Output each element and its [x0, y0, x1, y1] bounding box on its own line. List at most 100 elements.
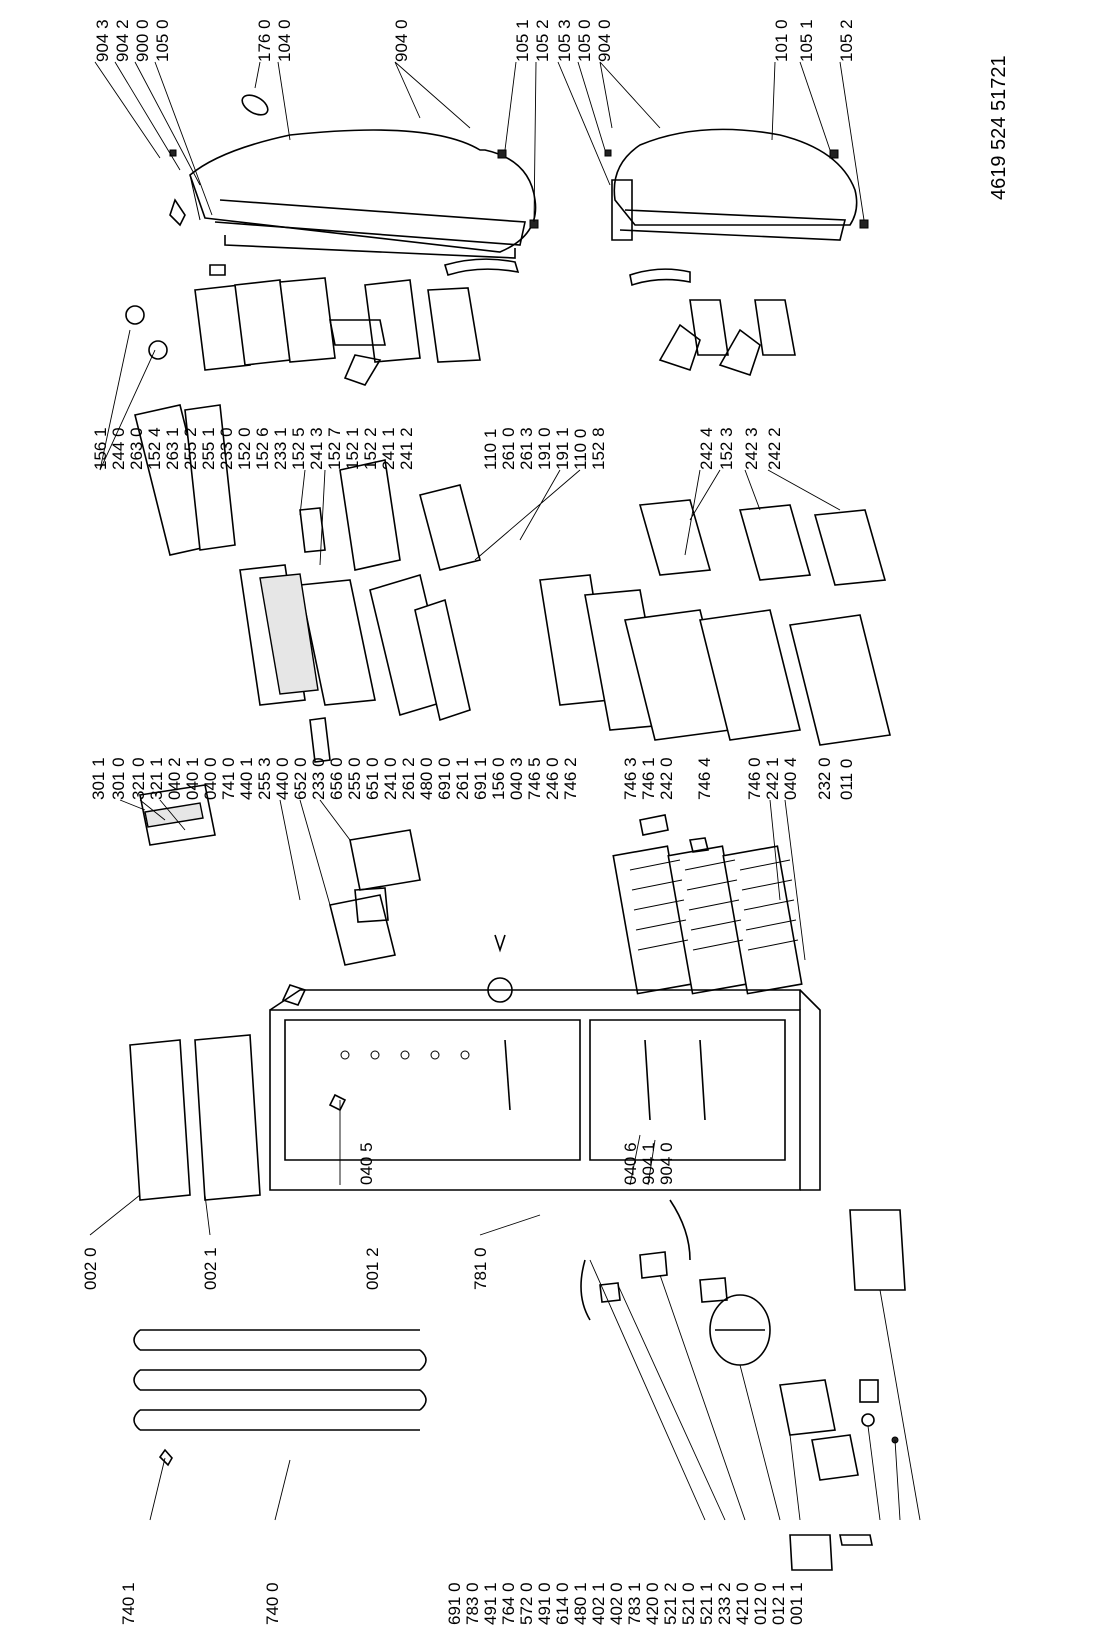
label-top-left-2: 001 2: [363, 1247, 382, 1290]
label-shelf-18: 110 1: [481, 429, 500, 470]
label-shelf-8: 152 0: [235, 427, 254, 470]
label-middle-14: 255 0: [345, 757, 364, 800]
top-covers: [129, 1034, 261, 1201]
labels-cabinet: 040 5 040 6 904 1 904 0: [357, 1142, 676, 1185]
label-bottom-4: 491 1: [481, 1582, 500, 1625]
label-bottom-7: 491 0: [535, 1582, 554, 1625]
label-bottom-13: 420 0: [643, 1582, 662, 1625]
label-bottom-20: 012 1: [769, 1582, 788, 1625]
top-door-assembly: [169, 94, 539, 276]
label-middle-0: 301 1: [89, 757, 108, 800]
label-top-left-1: 002 1: [201, 1247, 220, 1290]
label-bottom-11: 402 0: [607, 1582, 626, 1625]
label-cabinet-1: 040 6: [621, 1142, 640, 1185]
labels-bottom-door: 105 3 105 0 904 0 101 0 105 1 105 2: [555, 19, 856, 62]
label-bottom-6: 572 0: [517, 1582, 536, 1625]
document-reference-number: 4619 524 51721: [988, 55, 1010, 200]
label-middle-32: 242 1: [763, 757, 782, 800]
label-shelf-2: 263 0: [127, 427, 146, 470]
label-top-door-0: 904 3: [93, 19, 112, 62]
label-bottom-door-3: 101 0: [772, 19, 791, 62]
label-bottom-door-1: 105 0: [575, 19, 594, 62]
label-middle-15: 651 0: [363, 757, 382, 800]
label-shelf-19: 261 0: [499, 427, 518, 470]
label-shelf-6: 255 1: [199, 427, 218, 470]
label-bottom-8: 614 0: [553, 1582, 572, 1625]
label-middle-28: 746 1: [639, 757, 658, 800]
door-badge-icon: [241, 94, 269, 116]
label-middle-2: 321 0: [129, 757, 148, 800]
label-middle-30: 746 4: [695, 757, 714, 800]
label-cabinet-0: 040 5: [357, 1142, 376, 1185]
label-bottom-door-2: 904 0: [595, 19, 614, 62]
label-middle-12: 233 0: [309, 757, 328, 800]
label-freezer-3: 242 2: [765, 427, 784, 470]
label-middle-27: 746 3: [621, 757, 640, 800]
label-bottom-10: 402 1: [589, 1582, 608, 1625]
label-middle-20: 261 1: [453, 757, 472, 800]
label-top-door-5: 104 0: [275, 19, 294, 62]
labels-freezer-group: 242 4 152 3 242 3 242 2: [697, 427, 784, 470]
label-shelf-14: 152 1: [343, 427, 362, 470]
label-top-door-8: 105 2: [533, 19, 552, 62]
label-bottom-19: 012 0: [751, 1582, 770, 1625]
label-middle-11: 652 0: [291, 757, 310, 800]
label-shelf-0: 156 1: [91, 427, 110, 470]
door-bins: [125, 258, 796, 386]
label-middle-3: 321 1: [147, 757, 166, 800]
label-freezer-2: 242 3: [742, 427, 761, 470]
label-bottom-1: 740 0: [263, 1582, 282, 1625]
label-bottom-14: 521 2: [661, 1582, 680, 1625]
label-middle-31: 746 0: [745, 757, 764, 800]
label-shelf-23: 110 0: [571, 429, 590, 470]
label-shelf-11: 152 5: [289, 427, 308, 470]
label-middle-34: 232 0: [815, 757, 834, 800]
label-middle-35: 011 0: [837, 759, 856, 800]
label-middle-17: 261 2: [399, 757, 418, 800]
label-shelf-12: 241 3: [307, 427, 326, 470]
labels-top-door: 904 3 904 2 900 0 105 0 176 0 104 0 904 …: [93, 19, 552, 62]
label-bottom-5: 764 0: [499, 1582, 518, 1625]
label-top-door-2: 900 0: [133, 19, 152, 62]
label-bottom-16: 521 1: [697, 1582, 716, 1625]
label-middle-19: 691 0: [435, 757, 454, 800]
label-top-door-6: 904 0: [392, 19, 411, 62]
label-shelf-24: 152 8: [589, 427, 608, 470]
label-shelf-15: 152 2: [361, 427, 380, 470]
label-bottom-door-0: 105 3: [555, 19, 574, 62]
cabinet: [269, 989, 821, 1191]
label-shelf-13: 152 7: [325, 427, 344, 470]
label-middle-22: 156 0: [489, 757, 508, 800]
control-unit: [139, 784, 513, 1006]
label-shelf-4: 263 1: [163, 427, 182, 470]
label-middle-10: 440 0: [273, 757, 292, 800]
label-shelf-5: 255 2: [181, 427, 200, 470]
label-shelf-16: 241 1: [379, 427, 398, 470]
label-middle-16: 241 0: [381, 757, 400, 800]
label-middle-18: 480 0: [417, 757, 436, 800]
label-shelf-21: 191 0: [535, 427, 554, 470]
label-bottom-18: 421 0: [733, 1582, 752, 1625]
label-top-door-3: 105 0: [153, 19, 172, 62]
label-shelf-7: 233 0: [217, 427, 236, 470]
label-bottom-door-5: 105 2: [837, 19, 856, 62]
label-bottom-15: 521 0: [679, 1582, 698, 1625]
label-bottom-3: 783 0: [463, 1582, 482, 1625]
label-freezer-0: 242 4: [697, 427, 716, 470]
label-shelf-22: 191 1: [553, 427, 572, 470]
label-middle-7: 741 0: [219, 757, 238, 800]
labels-shelf-group: 156 1 244 0 263 0 152 4 263 1 255 2 255 …: [91, 427, 608, 470]
label-middle-29: 242 0: [657, 757, 676, 800]
label-top-left-3: 781 0: [471, 1247, 490, 1290]
label-shelf-17: 241 2: [397, 427, 416, 470]
labels-top-left: 002 0 002 1 001 2 781 0: [81, 1247, 490, 1290]
label-middle-21: 691 1: [471, 757, 490, 800]
label-shelf-3: 152 4: [145, 427, 164, 470]
label-bottom-21: 001 1: [787, 1582, 806, 1625]
label-shelf-1: 244 0: [109, 427, 128, 470]
label-shelf-20: 261 3: [517, 427, 536, 470]
label-freezer-1: 152 3: [717, 427, 736, 470]
label-middle-9: 255 3: [255, 757, 274, 800]
label-middle-4: 040 2: [165, 757, 184, 800]
